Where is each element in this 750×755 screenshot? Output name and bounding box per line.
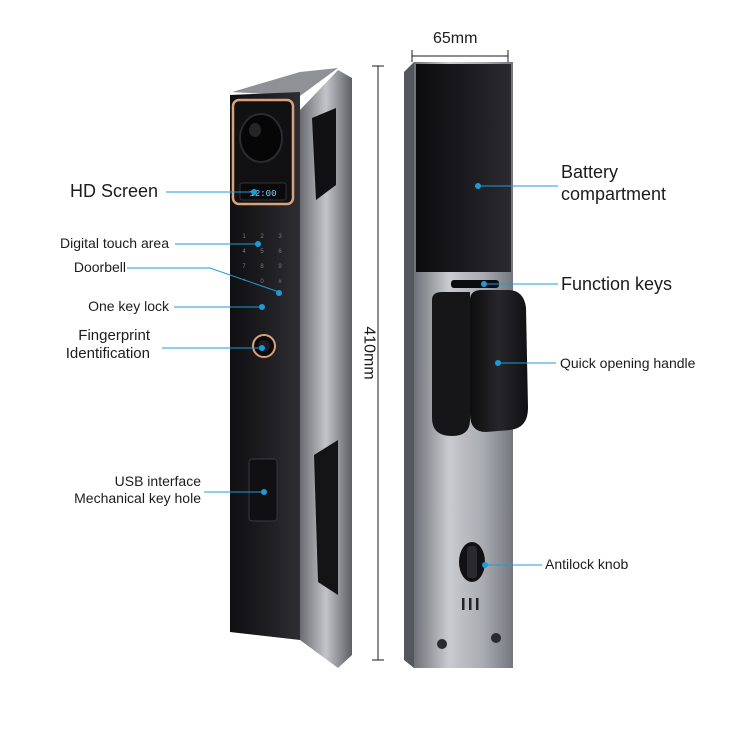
- label-usb-line2: Mechanical key hole: [74, 489, 201, 506]
- leader-dot: [255, 241, 261, 247]
- vent-slot: [476, 598, 479, 610]
- dimension-lines: [372, 50, 509, 661]
- leader-dot: [495, 360, 501, 366]
- keypad-key: 2: [260, 234, 264, 240]
- screw: [491, 633, 501, 643]
- keypad-key: 1: [242, 234, 246, 240]
- camera-reflection: [249, 123, 261, 137]
- back-panel: [404, 62, 528, 668]
- label-antilock-knob: Antilock knob: [545, 556, 629, 572]
- back-side: [404, 62, 414, 668]
- vent-slot: [469, 598, 472, 610]
- vent-slot: [462, 598, 465, 610]
- label-battery-line1: Battery: [561, 162, 619, 182]
- front-recess-bottom: [314, 440, 338, 595]
- keypad-key: 5: [260, 249, 264, 255]
- leader-dot: [475, 183, 481, 189]
- label-battery-line2: compartment: [561, 183, 667, 204]
- label-digital-touch-area: Digital touch area: [60, 235, 169, 251]
- keypad-key: #: [278, 279, 282, 285]
- label-doorbell: Doorbell: [73, 259, 126, 275]
- keypad-key: 7: [242, 264, 246, 270]
- keypad-key: 0: [260, 279, 264, 285]
- label-hd-screen: HD Screen: [69, 181, 158, 201]
- keypad-key: *: [243, 279, 246, 285]
- label-fingerprint-line1: Fingerprint: [78, 327, 150, 344]
- leader-lines: [127, 183, 558, 568]
- keypad-key: 3: [278, 234, 282, 240]
- screen-time: 12:00: [249, 189, 276, 199]
- screw: [437, 639, 447, 649]
- front-face: [230, 92, 300, 640]
- label-usb-line1: USB interface: [114, 473, 201, 489]
- leader-doorbell: [127, 267, 280, 293]
- keypad: 1 2 3 4 5 6 7 8 9 * 0 #: [242, 234, 282, 285]
- handle-base: [432, 292, 470, 436]
- label-fingerprint-line2: Identification: [65, 345, 150, 362]
- leader-dot: [482, 562, 488, 568]
- front-recess-top: [312, 108, 336, 200]
- label-fingerprint: Fingerprint Identification: [66, 327, 150, 363]
- keypad-key: 9: [278, 264, 282, 270]
- keypad-key: 8: [260, 264, 264, 270]
- camera-lens: [239, 113, 283, 163]
- label-function-keys: Function keys: [561, 274, 673, 294]
- function-keys-slot: [451, 280, 499, 288]
- front-side-bevel: [300, 70, 352, 668]
- front-top-edge: [232, 68, 338, 96]
- label-usb-key: USB interface Mechanical key hole: [74, 473, 201, 507]
- width-dimension: 65mm: [433, 30, 478, 47]
- leader-dot: [481, 281, 487, 287]
- leader-dot: [259, 345, 265, 351]
- antilock-knob-grip: [467, 546, 477, 578]
- label-battery-compartment: Battery compartment: [561, 162, 666, 205]
- height-dimension: 410mm: [360, 326, 378, 380]
- keypad-key: 4: [242, 249, 246, 255]
- leader-dot: [276, 290, 282, 296]
- front-panel: 12:00 1 2 3 4 5 6 7 8 9 * 0 #: [230, 68, 352, 668]
- keypad-key: 6: [278, 249, 282, 255]
- leader-dot: [261, 489, 267, 495]
- label-one-key-lock: One key lock: [88, 298, 169, 314]
- battery-compartment: [416, 64, 511, 272]
- leader-dot: [251, 189, 257, 195]
- label-quick-opening-handle: Quick opening handle: [560, 355, 696, 371]
- leader-dot: [259, 304, 265, 310]
